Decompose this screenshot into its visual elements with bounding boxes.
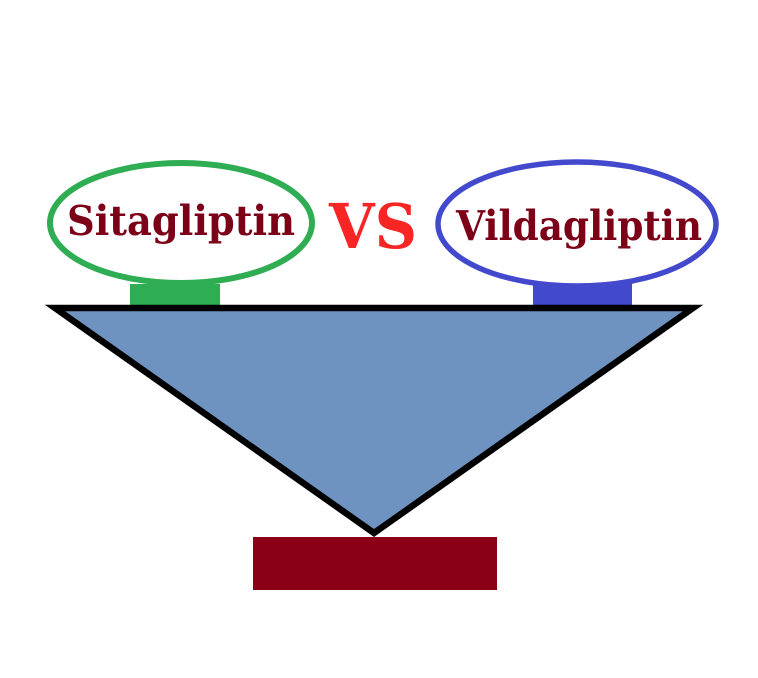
left-option-ellipse	[47, 160, 315, 286]
right-option-label: Vildagliptin	[455, 202, 702, 250]
left-connector-bar	[130, 284, 220, 308]
right-option-ellipse	[435, 159, 719, 289]
versus-label: VS	[328, 190, 417, 263]
funnel-triangle	[44, 304, 704, 537]
left-option-label: Sitagliptin	[67, 197, 295, 245]
base-bar	[253, 537, 497, 590]
